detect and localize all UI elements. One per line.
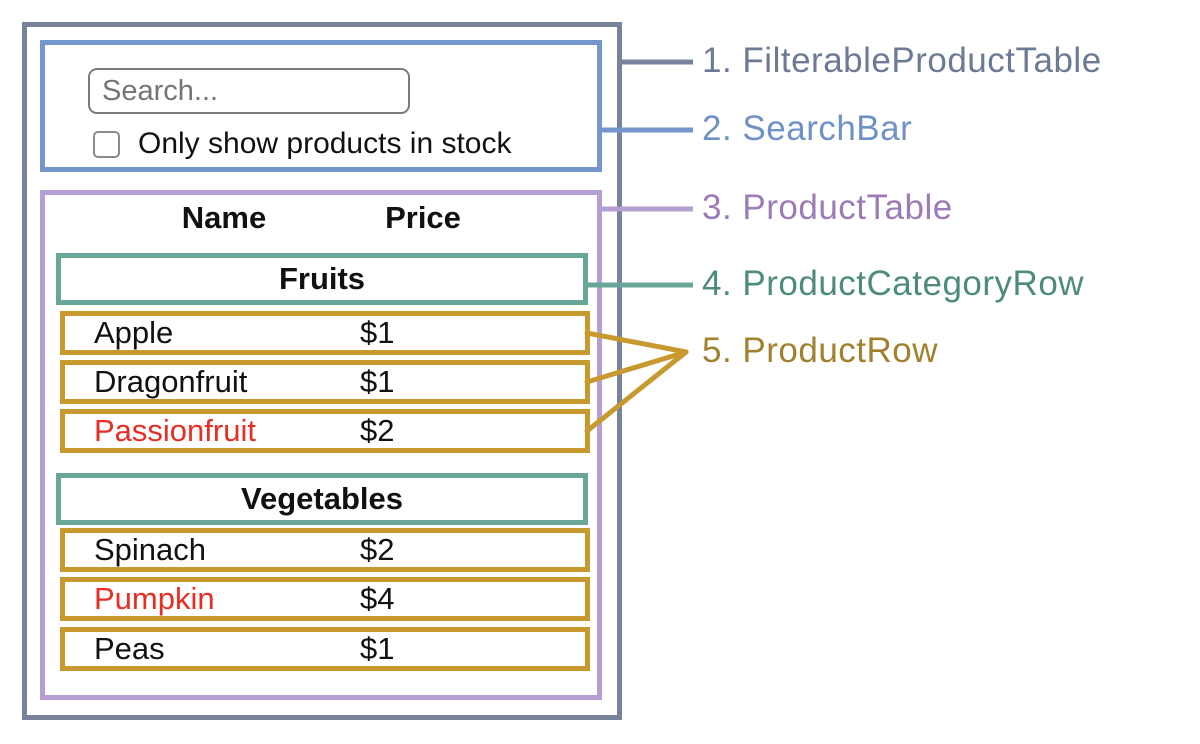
product-name: Dragonfruit (94, 364, 248, 399)
product-name: Spinach (94, 532, 207, 567)
search-input[interactable] (88, 68, 410, 114)
stock-filter-row: Only show products in stock (93, 127, 512, 161)
product-name: Passionfruit (94, 413, 256, 448)
product-price: $2 (360, 532, 395, 567)
product-row-dragonfruit: Dragonfruit $1 (60, 360, 590, 404)
product-name: Peas (94, 631, 165, 666)
product-table-box: Name Price Fruits Apple $1 Dragonfruit $… (40, 190, 602, 700)
filterable-product-table-box: Only show products in stock Name Price F… (22, 22, 622, 720)
price-column-header: Price (385, 200, 461, 235)
product-name: Apple (94, 315, 174, 350)
product-row-passionfruit: Passionfruit $2 (60, 409, 590, 453)
search-bar-box: Only show products in stock (40, 40, 602, 172)
product-row-spinach: Spinach $2 (60, 528, 590, 572)
product-row-peas: Peas $1 (60, 627, 590, 671)
stock-checkbox-label[interactable]: Only show products in stock (138, 127, 512, 160)
category-label: Fruits (278, 261, 366, 296)
category-row-vegetables: Vegetables (56, 473, 588, 525)
product-price: $1 (360, 364, 395, 399)
legend-label-product-row: 5. ProductRow (702, 331, 939, 371)
legend-label-filterable-product-table: 1. FilterableProductTable (702, 41, 1102, 81)
stock-checkbox[interactable] (93, 130, 120, 158)
legend-label-product-category-row: 4. ProductCategoryRow (702, 264, 1085, 304)
legend-label-product-table: 3. ProductTable (702, 188, 953, 228)
product-price: $1 (360, 631, 395, 666)
product-name: Pumpkin (94, 581, 215, 616)
category-label: Vegetables (241, 481, 403, 516)
product-row-pumpkin: Pumpkin $4 (60, 577, 590, 621)
product-price: $4 (360, 581, 395, 616)
product-price: $1 (360, 315, 395, 350)
name-column-header: Name (181, 200, 267, 235)
legend-label-search-bar: 2. SearchBar (702, 109, 913, 149)
product-price: $2 (360, 413, 395, 448)
category-row-fruits: Fruits (56, 253, 588, 305)
product-row-apple: Apple $1 (60, 311, 590, 355)
